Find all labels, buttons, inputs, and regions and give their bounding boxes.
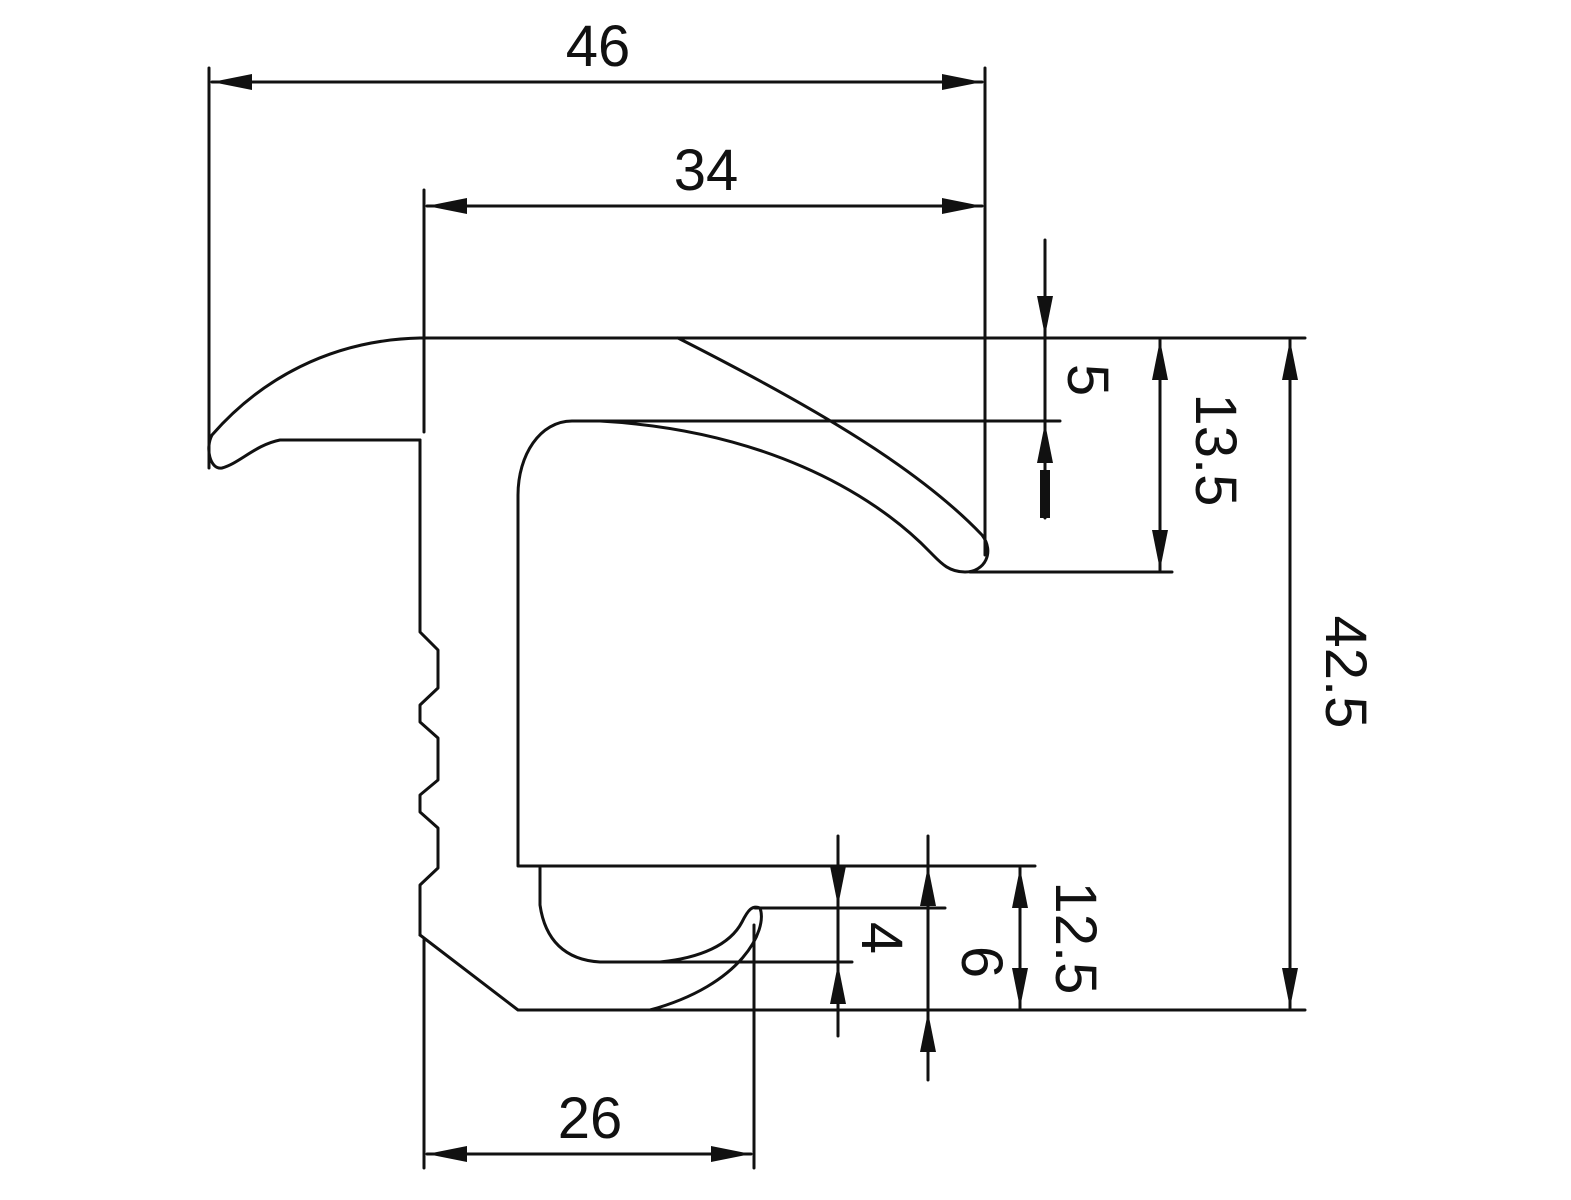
profile-bottom-hook — [538, 866, 763, 1012]
dim-label-top-flange-width: 34 — [674, 138, 739, 203]
arrow-26-right — [711, 1146, 751, 1162]
arrow-34-right — [942, 198, 982, 214]
profile-bottom-edge — [418, 933, 1307, 1012]
arrow-6-top — [920, 866, 936, 906]
arrow-5-top — [1037, 296, 1053, 336]
profile-inner-top — [516, 419, 1037, 868]
dim-label-bottom-lip-height: 4 — [849, 922, 914, 954]
arrow-26-left — [427, 1146, 467, 1162]
profile-web-grooves — [418, 438, 440, 937]
dim-label-overall-height: 42.5 — [1313, 616, 1378, 729]
dim-label-bottom-width: 26 — [558, 1086, 623, 1151]
arrow-13-5-top — [1152, 340, 1168, 380]
arrow-46-right — [942, 74, 982, 90]
arrow-5-bottom — [1037, 423, 1053, 463]
dim-5-tail — [1040, 470, 1050, 518]
arrow-13-5-bottom — [1152, 530, 1168, 570]
dimension-lines — [210, 74, 1298, 1162]
dim-label-bottom-flange-thickness: 6 — [949, 946, 1014, 978]
arrow-12-5-top — [1012, 868, 1028, 908]
arrow-46-left — [212, 74, 252, 90]
dim-label-bottom-hook-height: 12.5 — [1043, 882, 1108, 995]
extension-lines — [207, 66, 1307, 1170]
arrow-4-top — [830, 866, 846, 906]
profile-top-hook-outer — [598, 336, 990, 574]
dim-label-top-lip-thickness: 5 — [1055, 364, 1120, 396]
dim-label-top-hook-height: 13.5 — [1183, 394, 1248, 507]
dimension-labels: 46 34 5 13.5 42.5 12.5 6 4 26 — [558, 14, 1378, 1151]
arrow-4-bottom — [830, 964, 846, 1004]
profile-outline — [207, 336, 1307, 1012]
dim-label-overall-width: 46 — [566, 14, 631, 79]
profile-left-lip — [207, 336, 422, 470]
arrow-42-5-top — [1282, 340, 1298, 380]
arrow-34-left — [427, 198, 467, 214]
arrow-12-5-bottom — [1012, 968, 1028, 1008]
arrow-42-5-bottom — [1282, 968, 1298, 1008]
arrow-6-bottom — [920, 1012, 936, 1052]
